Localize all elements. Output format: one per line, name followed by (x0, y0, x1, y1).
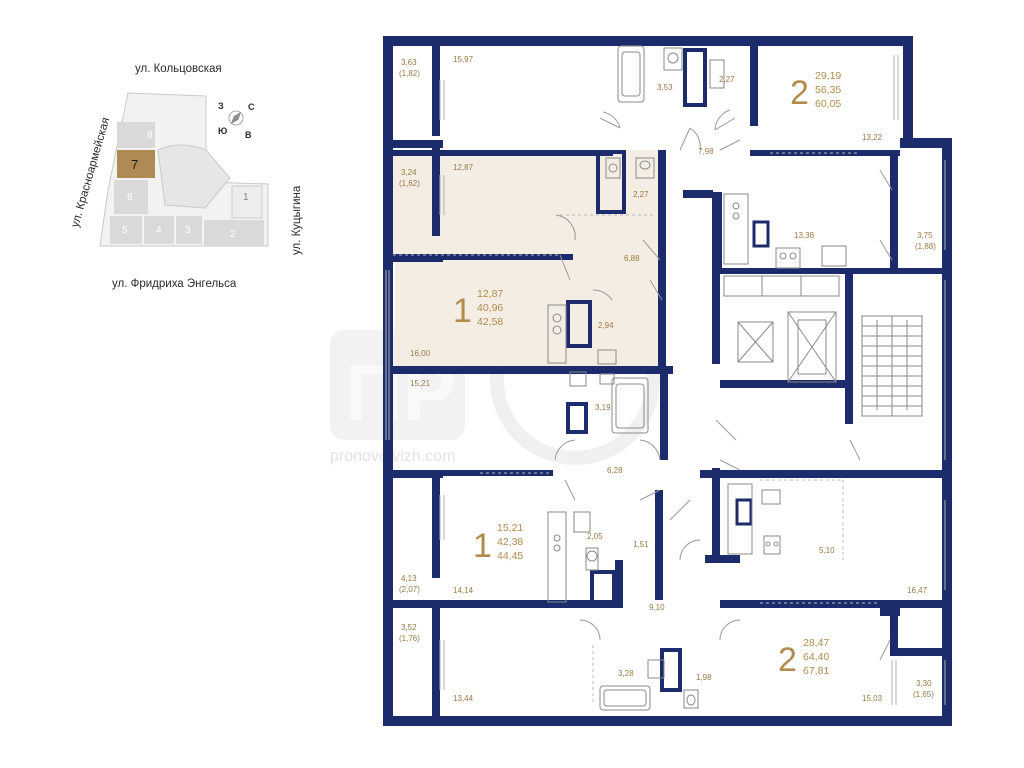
room-label: 2,94 (598, 321, 614, 330)
apartment-total-balcony-area: 67,81 (803, 665, 829, 677)
site-block-6[interactable] (114, 180, 148, 214)
apartment-living-area: 28,47 (803, 637, 829, 649)
apartment-rooms: 2 (778, 641, 797, 679)
site-block-1-label: 1 (243, 192, 249, 203)
room-label: 1,98 (696, 673, 712, 682)
room-label: 5,10 (819, 546, 835, 555)
site-block-7-label: 7 (131, 157, 138, 172)
room-label: 6,88 (624, 254, 640, 263)
site-block-7[interactable] (117, 150, 155, 178)
compass-north: С (248, 102, 255, 112)
room-label: 3,63 (401, 58, 417, 67)
room-label: 16,00 (410, 349, 431, 358)
street-bottom-label: ул. Фридриха Энгельса (112, 278, 237, 290)
site-block-5[interactable] (110, 216, 142, 244)
doors (554, 109, 893, 661)
apartment-total-area: 64,40 (803, 651, 829, 663)
room-label: 1,51 (633, 540, 649, 549)
apartment-living-area: 15,21 (497, 522, 523, 534)
site-block-2[interactable] (204, 220, 264, 246)
compass-west: З (218, 101, 224, 111)
balcony-lines (393, 152, 880, 705)
street-right-label: ул. Куцыгина (291, 185, 303, 255)
apartment-total-balcony-area: 60,05 (815, 98, 841, 110)
room-label: (1,62) (399, 179, 420, 188)
room-label: 2,05 (587, 532, 603, 541)
room-label: 13,44 (453, 694, 474, 703)
site-map: ул. Кольцовская ул. Фридриха Энгельса ул… (69, 63, 303, 290)
room-label: 15,21 (410, 379, 431, 388)
room-label: (1,76) (399, 634, 420, 643)
street-top-label: ул. Кольцовская (135, 63, 222, 75)
room-label: 15,03 (862, 694, 883, 703)
room-label: 13,38 (794, 231, 815, 240)
apartment-2-bottom[interactable]: 2 28,47 64,40 67,81 (778, 637, 829, 679)
compass-icon: С Ю В З (218, 101, 255, 140)
room-label: (1,65) (913, 690, 934, 699)
room-label: 9,10 (649, 603, 665, 612)
site-block-5-label: 5 (122, 225, 128, 236)
apartment-rooms: 1 (453, 292, 472, 330)
compass-south: Ю (218, 126, 227, 136)
room-label: 12,87 (453, 163, 474, 172)
site-courtyard (157, 144, 231, 209)
room-label: 2,27 (633, 190, 649, 199)
compass-east: В (245, 130, 252, 140)
apartment-total-area: 56,35 (815, 84, 841, 96)
room-label: 3,75 (917, 231, 933, 240)
site-block-4[interactable] (144, 216, 174, 244)
room-label: 6,28 (607, 466, 623, 475)
apartment-1-lower[interactable]: 1 15,21 42,38 44,45 (473, 522, 523, 565)
room-label: 3,53 (657, 83, 673, 92)
windows (385, 55, 946, 705)
room-label: (2,07) (399, 585, 420, 594)
room-label: 7,98 (698, 147, 714, 156)
apartment-living-area: 29,19 (815, 70, 841, 82)
room-label: 3,52 (401, 623, 417, 632)
site-block-8[interactable] (117, 122, 155, 148)
apartment-rooms: 1 (473, 527, 492, 565)
fixtures (547, 45, 923, 711)
room-label: 13,22 (862, 133, 883, 142)
apartment-total-balcony-area: 44,45 (497, 550, 523, 562)
room-label: 3,30 (916, 679, 932, 688)
apartment-living-area: 12,87 (477, 288, 503, 300)
site-block-6-label: 6 (127, 192, 133, 203)
room-label: 2,27 (719, 75, 735, 84)
walls (383, 36, 952, 726)
room-labels: 15,97 3,63 (1,82) 3,53 2,27 13,22 7,98 3… (399, 55, 936, 703)
site-block-3-label: 3 (185, 225, 191, 236)
site-block-3[interactable] (176, 216, 202, 244)
room-label: (1,82) (399, 69, 420, 78)
apartment-total-area: 40,96 (477, 302, 503, 314)
room-label: 3,19 (595, 403, 611, 412)
room-label: (1,88) (915, 242, 936, 251)
site-block-8-label: 8 (147, 130, 153, 141)
apartment-rooms: 2 (790, 74, 809, 112)
room-label: 3,28 (618, 669, 634, 678)
room-label: 15,97 (453, 55, 474, 64)
room-label: 3,24 (401, 168, 417, 177)
room-label: 14,14 (453, 586, 474, 595)
room-label: 16,47 (907, 586, 928, 595)
apartment-1-upper[interactable]: 1 12,87 40,96 42,58 (453, 288, 503, 330)
apartment-total-area: 42,38 (497, 536, 523, 548)
site-block-4-label: 4 (156, 225, 162, 236)
room-label: 4,13 (401, 574, 417, 583)
site-block-2-label: 2 (230, 229, 236, 240)
apartment-2-top[interactable]: 2 29,19 56,35 60,05 (790, 70, 841, 112)
apartment-total-balcony-area: 42,58 (477, 316, 503, 328)
site-block-1[interactable] (231, 185, 263, 219)
